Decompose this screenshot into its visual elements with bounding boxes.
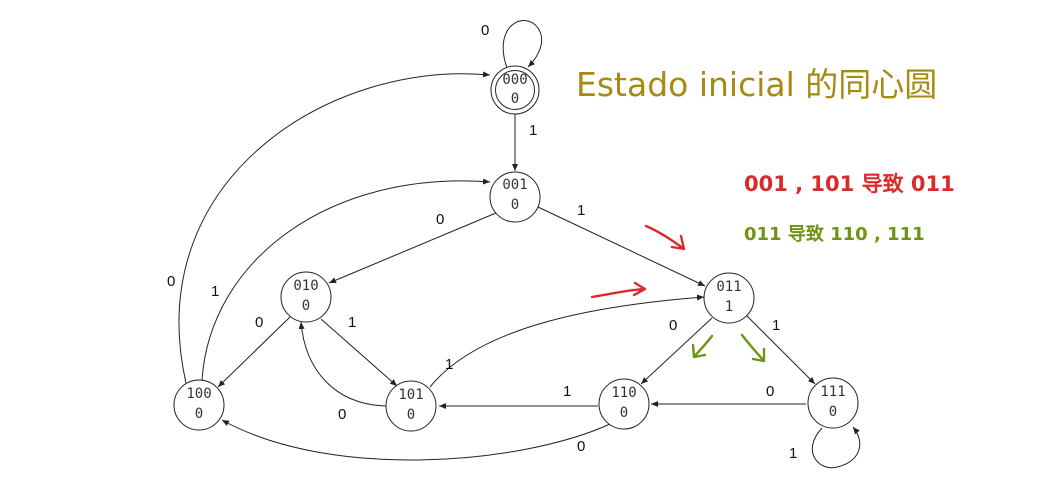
edge-label-011-111: 1 [772,317,780,334]
edge-label-001-011: 1 [577,202,585,219]
green-arrow-mark-right [740,333,766,363]
edge-111-111 [811,426,861,469]
state-node-101: 101 0 [385,380,437,432]
state-code: 101 [398,387,423,403]
edge-101-011 [429,294,705,388]
green-arrow-mark-left [691,334,714,359]
edges [178,20,861,469]
state-node-111: 111 0 [807,377,859,429]
note-green: 011 导致 110 , 111 [744,223,925,245]
edge-label-100-000: 0 [167,273,175,290]
edge-label-001-010: 0 [436,211,444,228]
state-node-010: 010 0 [280,271,332,323]
state-output: 0 [407,407,415,423]
edge-010-100 [217,316,291,388]
edge-label-110-101: 1 [563,383,571,400]
edge-label-111-111: 1 [789,445,797,462]
state-output: 0 [511,91,519,107]
edge-011-110 [640,317,713,385]
edge-label-110-100: 0 [577,438,585,455]
edge-label-101-011: 1 [445,356,453,373]
edge-100-000 [178,71,491,384]
initial-state-ring [495,70,535,110]
state-output: 0 [302,298,310,314]
edge-000-000 [502,20,543,69]
edge-label-011-110: 0 [669,317,677,334]
state-node-100: 100 0 [173,379,225,431]
edge-label-101-010: 0 [338,406,346,423]
edge-100-001 [201,178,491,381]
state-node-011: 011 1 [703,272,755,324]
state-output: 1 [725,299,733,315]
state-output: 0 [511,197,519,213]
state-node-110: 110 0 [598,378,650,430]
edge-110-100 [221,419,611,461]
edge-010-101 [320,318,398,387]
initial-state-note: Estado inicial 的同心圆 [576,65,937,104]
nodes: 000 0 001 0 010 0 011 1 100 0 101 0 [173,65,859,432]
state-code: 011 [716,279,741,295]
edge-label-010-100: 0 [255,314,263,331]
red-arrow-mark-upper [644,224,686,251]
state-code: 000 [502,72,527,88]
state-code: 001 [502,177,527,193]
state-node-000: 000 0 [490,65,540,115]
edge-101-010 [298,321,388,407]
note-red: 001 , 101 导致 011 [744,172,955,196]
edge-label-000-000: 0 [481,22,489,39]
edge-label-100-001: 1 [211,283,219,300]
state-code: 010 [293,278,318,294]
edge-001-011 [537,206,706,287]
state-output: 0 [829,404,837,420]
state-output: 0 [620,405,628,421]
annotations: Estado inicial 的同心圆 001 , 101 导致 011 011… [576,65,955,363]
edge-labels: 0 1 0 1 0 1 0 1 0 1 0 1 1 0 0 1 [167,22,797,462]
state-code: 100 [186,386,211,402]
edge-label-111-110: 0 [766,383,774,400]
state-code: 110 [611,385,636,401]
red-arrow-mark-lower [590,281,647,299]
edge-label-000-001: 1 [529,122,537,139]
edge-001-010 [328,212,497,284]
state-output: 0 [195,406,203,422]
edge-011-111 [744,313,816,385]
state-code: 111 [820,384,845,400]
edge-label-010-101: 1 [348,314,356,331]
state-node-001: 001 0 [489,171,541,223]
